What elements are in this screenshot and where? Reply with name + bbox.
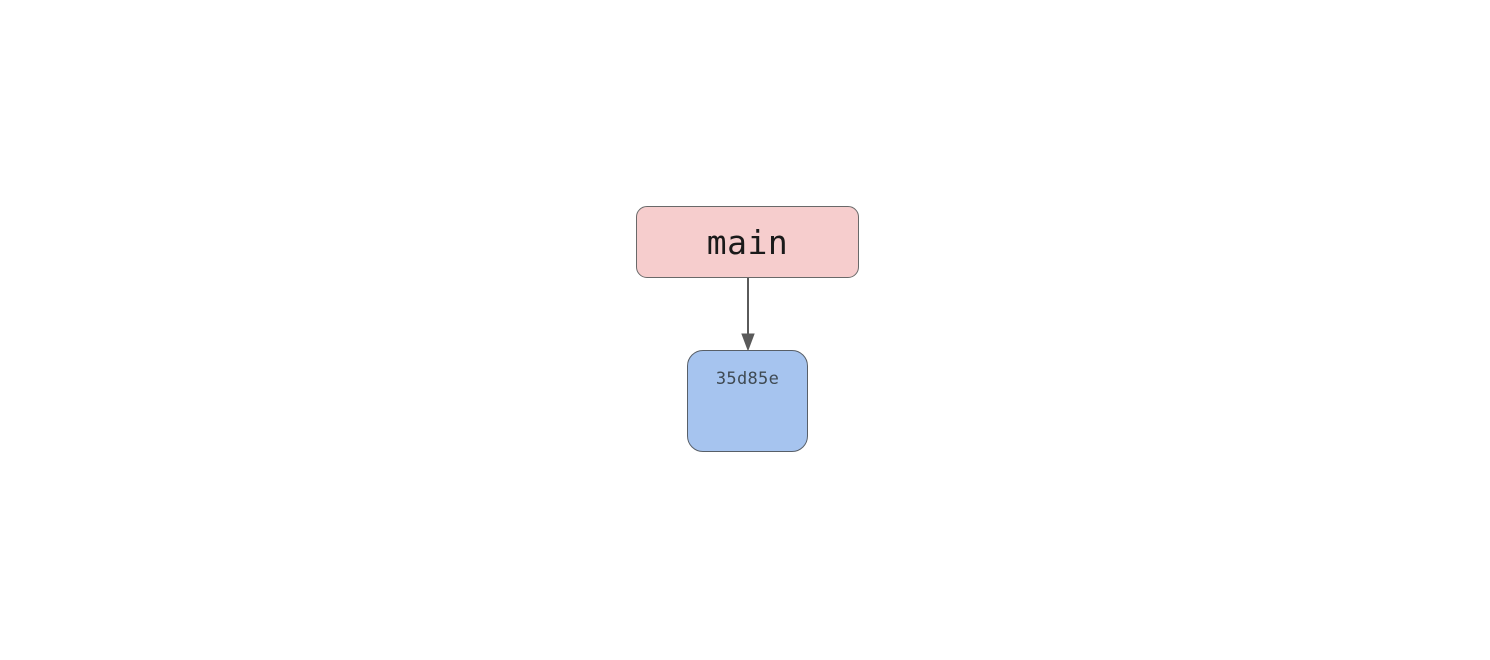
arrowhead-icon [741, 333, 755, 352]
node-commit-label: 35d85e [715, 369, 780, 389]
node-main-label: main [706, 222, 789, 262]
node-commit-35d85e[interactable]: 35d85e [687, 350, 808, 452]
node-main[interactable]: main [636, 206, 859, 278]
edge-main-to-35d85e [741, 278, 755, 352]
